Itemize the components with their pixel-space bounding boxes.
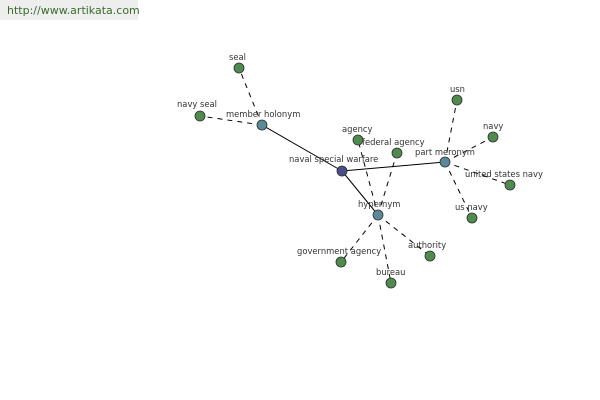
edge-member-holonym-to-seal bbox=[238, 67, 263, 126]
label-layer: naval special warfare member holonym hyper… bbox=[177, 52, 543, 277]
node-label-navy[interactable]: navy bbox=[483, 121, 503, 131]
node-bureau[interactable] bbox=[385, 277, 397, 289]
edge-layer bbox=[199, 67, 511, 284]
edge-hypernym-to-authority bbox=[377, 214, 431, 257]
node-authority[interactable] bbox=[424, 250, 436, 262]
node-label-member-holonym[interactable]: member holonym bbox=[226, 109, 300, 119]
node-label-part-meronym[interactable]: part meronym bbox=[415, 147, 475, 157]
edge-part-meronym-to-usn bbox=[444, 99, 458, 163]
node-label-usn[interactable]: usn bbox=[450, 84, 465, 94]
edge-hypernym-to-bureau bbox=[377, 214, 392, 284]
node-label-hypernym[interactable]: hypernym bbox=[358, 199, 400, 209]
node-label-government-agency[interactable]: government agency bbox=[297, 246, 381, 256]
node-navy[interactable] bbox=[487, 131, 499, 143]
node-part-meronym[interactable] bbox=[439, 156, 451, 168]
edge-center-to-part-meronym bbox=[341, 161, 446, 172]
node-us-navy[interactable] bbox=[466, 212, 478, 224]
node-agency[interactable] bbox=[352, 134, 364, 146]
node-navy-seal[interactable] bbox=[194, 110, 206, 122]
url-banner: http://www.artikata.com bbox=[0, 0, 140, 20]
edge-center-to-hypernym bbox=[341, 170, 379, 216]
node-label-navy-seal[interactable]: navy seal bbox=[177, 99, 217, 109]
node-label-united-states-navy[interactable]: united states navy bbox=[465, 169, 543, 179]
node-label-authority[interactable]: authority bbox=[408, 240, 446, 250]
node-united-states-navy[interactable] bbox=[504, 179, 516, 191]
node-member-holonym[interactable] bbox=[256, 119, 268, 131]
edge-member-holonym-to-navy-seal bbox=[199, 115, 263, 126]
node-seal[interactable] bbox=[233, 62, 245, 74]
node-label-center[interactable]: naval special warfare bbox=[289, 154, 378, 164]
node-layer bbox=[194, 62, 516, 289]
site-url-link[interactable]: http://www.artikata.com bbox=[7, 4, 140, 17]
edge-part-meronym-to-us-navy bbox=[444, 161, 473, 219]
edge-center-to-member-holonym bbox=[261, 124, 343, 172]
node-usn[interactable] bbox=[451, 94, 463, 106]
node-hypernym[interactable] bbox=[372, 209, 384, 221]
node-label-seal[interactable]: seal bbox=[229, 52, 246, 62]
node-label-agency[interactable]: agency bbox=[342, 124, 373, 134]
edge-hypernym-to-agency bbox=[357, 139, 379, 216]
edge-hypernym-to-federal-agency bbox=[377, 152, 398, 216]
edge-part-meronym-to-united-states-navy bbox=[444, 161, 511, 186]
node-label-federal-agency[interactable]: federal agency bbox=[362, 137, 425, 147]
node-label-bureau[interactable]: bureau bbox=[376, 267, 405, 277]
node-center[interactable] bbox=[336, 165, 348, 177]
node-label-us-navy[interactable]: us navy bbox=[455, 202, 488, 212]
node-federal-agency[interactable] bbox=[391, 147, 403, 159]
node-government-agency[interactable] bbox=[335, 256, 347, 268]
